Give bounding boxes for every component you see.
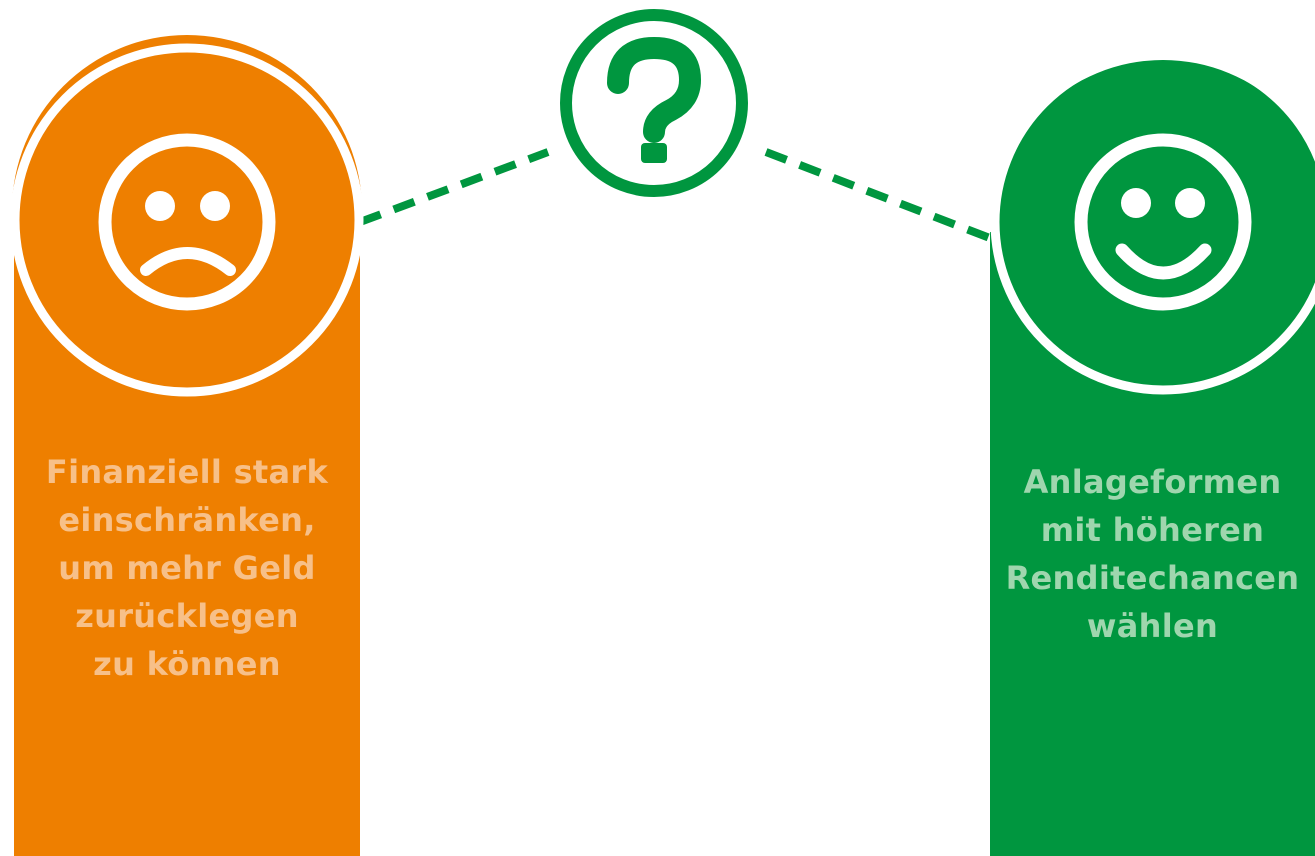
left-caption-line: einschränken, bbox=[58, 501, 316, 539]
left-caption-line: zu können bbox=[93, 645, 281, 683]
right-option-column bbox=[990, 49, 1315, 856]
left-dashed-connector bbox=[358, 148, 550, 226]
left-option-caption: Finanziell stark einschränken, um mehr G… bbox=[14, 448, 360, 688]
left-option-column bbox=[10, 35, 364, 856]
left-caption-line: um mehr Geld bbox=[58, 549, 316, 587]
right-option-caption: Anlageformen mit höheren Renditechancen … bbox=[990, 458, 1315, 650]
left-caption-line: Finanziell stark bbox=[45, 453, 329, 491]
smiley-face-icon bbox=[1074, 133, 1252, 311]
right-caption-line: wählen bbox=[1086, 607, 1219, 645]
question-mark-icon bbox=[560, 9, 748, 197]
right-caption-line: mit höheren bbox=[1040, 511, 1265, 549]
sad-face-icon bbox=[98, 133, 276, 311]
left-caption-line: zurücklegen bbox=[75, 597, 299, 635]
right-caption-line: Anlageformen bbox=[1023, 463, 1282, 501]
right-caption-line: Renditechancen bbox=[1005, 559, 1300, 597]
right-dashed-connector bbox=[764, 148, 997, 244]
